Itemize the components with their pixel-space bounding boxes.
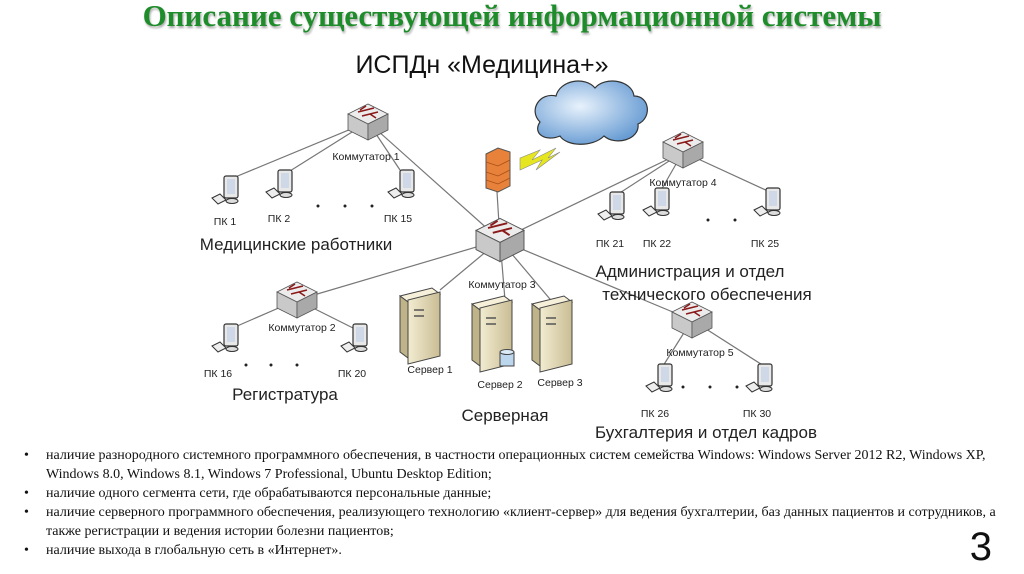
- pc-label: ПК 21: [596, 238, 624, 250]
- bullet-item: наличие серверного программного обеспече…: [22, 503, 1022, 541]
- network-diagram: ИСПДн «Медицина+» Коммутатор 1 Коммутато…: [200, 51, 817, 442]
- group-label-server-room: Серверная: [462, 406, 549, 425]
- server-3-icon: [531, 295, 573, 373]
- switch-2-icon: [276, 281, 318, 319]
- server-1-icon: [399, 287, 441, 365]
- pc-icon: [645, 363, 673, 393]
- switch-2-label: Коммутатор 2: [268, 322, 335, 334]
- pc-icon: [265, 169, 293, 199]
- group-label-admin-line1: Администрация и отдел: [596, 262, 785, 281]
- diagram-subtitle: ИСПДн «Медицина+»: [355, 51, 608, 79]
- bullet-item: наличие разнородного системного программ…: [22, 446, 1022, 484]
- slide-title: Описание существующей информационной сис…: [142, 0, 882, 33]
- pc-label: ПК 15: [384, 213, 412, 225]
- servers: [399, 287, 573, 373]
- bullet-item: наличие одного сегмента сети, где обраба…: [22, 484, 1022, 503]
- server-label: Сервер 2: [477, 379, 522, 391]
- pc-label: ПК 1: [214, 216, 237, 228]
- group-label-registry: Регистратура: [232, 385, 338, 404]
- group-label-accounting: Бухгалтерия и отдел кадров: [595, 423, 817, 442]
- pc-icon: [211, 175, 239, 205]
- switch-5-icon: [671, 301, 713, 339]
- ellipsis-dots: [244, 204, 739, 389]
- server-label: Сервер 3: [537, 377, 582, 389]
- pc-icon: [340, 323, 368, 353]
- group-label-medical: Медицинские работники: [200, 235, 392, 254]
- pc-label: ПК 25: [751, 238, 779, 250]
- pc-label: ПК 16: [204, 368, 232, 380]
- switch-4-label: Коммутатор 4: [649, 177, 716, 189]
- firewall-icon: [485, 147, 511, 193]
- pc-icon: [597, 191, 625, 221]
- pc-icon: [387, 169, 415, 199]
- pc-icon: [211, 323, 239, 353]
- switch-4-icon: [662, 131, 704, 169]
- switch-1-label: Коммутатор 1: [332, 151, 399, 163]
- pc-label: ПК 2: [268, 213, 291, 225]
- pc-icon: [753, 187, 781, 217]
- lightning-link-icon: [519, 147, 561, 171]
- bullet-item: наличие выхода в глобальную сеть в «Инте…: [22, 541, 1022, 560]
- pc-label: ПК 30: [743, 408, 771, 420]
- pc-label: ПК 22: [643, 238, 671, 250]
- internet-cloud-icon: [534, 80, 648, 145]
- group-label-admin-line2: технического обеспечения: [602, 285, 811, 304]
- page-number: 3: [969, 525, 992, 569]
- database-icon: [499, 349, 515, 367]
- pc-label: ПК 20: [338, 368, 366, 380]
- server-label: Сервер 1: [407, 364, 452, 376]
- switch-5-label: Коммутатор 5: [666, 347, 733, 359]
- switch-3-label: Коммутатор 3: [468, 279, 535, 291]
- bullet-list: наличие разнородного системного программ…: [22, 446, 1022, 560]
- pc-label: ПК 26: [641, 408, 669, 420]
- pc-icon: [745, 363, 773, 393]
- pc-icon: [642, 187, 670, 217]
